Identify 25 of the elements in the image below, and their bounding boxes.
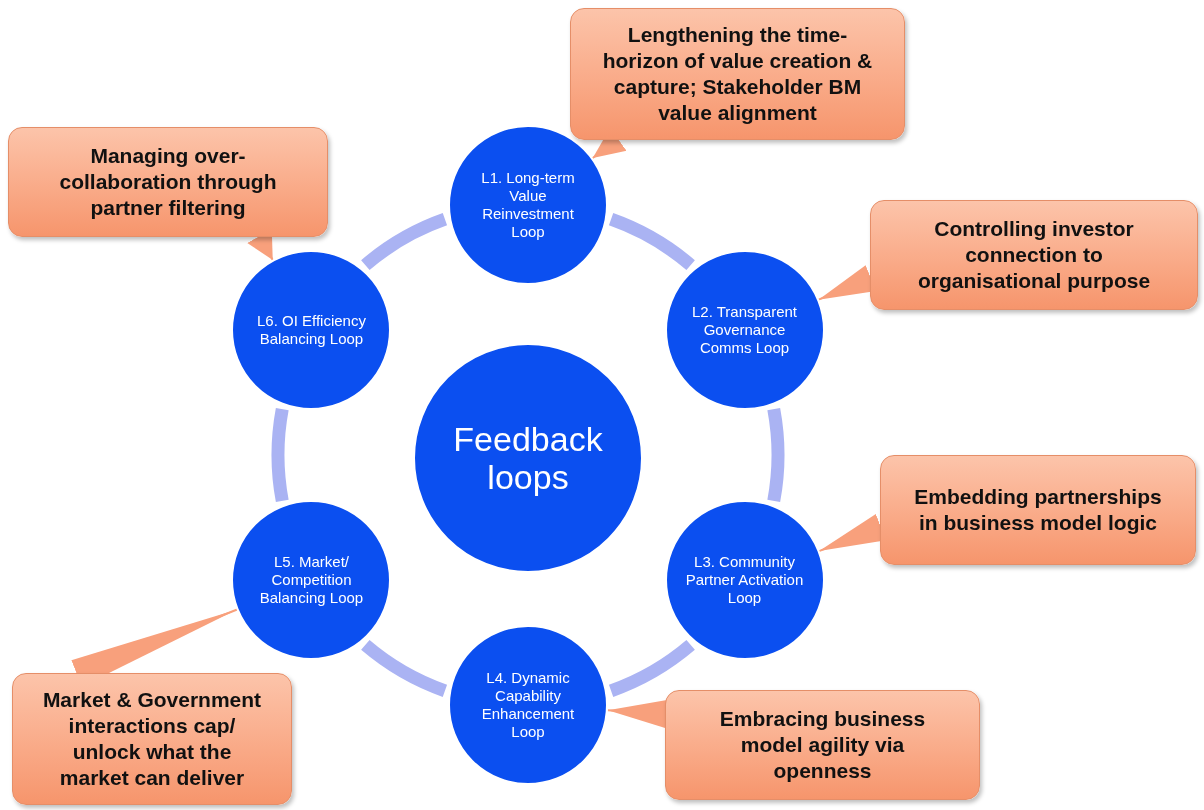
ring-connector [608,213,695,271]
callout-text: Lengthening the time-horizon of value creation & capture; Stakeholder BM value alignment [601,22,874,126]
circle-label: L1. Long-term Value Reinvestment Loop [480,169,576,241]
ring-connector [271,408,289,502]
circle-label: L4. Dynamic Capability Enhancement Loop [480,669,576,741]
callout-box [870,200,1198,310]
callout-box [880,455,1196,565]
ring-connector [608,639,695,697]
ring-connector [361,213,448,271]
circle-label: L3. Community Partner Activation Loop [684,553,805,607]
callout-text: Managing over-collaboration through partner filtering [58,143,278,221]
circle-label: L2. Transparent Governance Comms Loop [690,303,799,357]
callout-box [665,690,980,800]
circle-label: L6. OI Efficiency Balancing Loop [256,312,367,348]
callout-text: Embedding partnerships in business model logic [913,484,1163,536]
circle-label: L5. Market/ Competition Balancing Loop [258,553,365,607]
ring-connector [361,639,448,697]
callout-box [570,8,905,140]
circle-label: Feedback loops [452,420,604,496]
ring-connector [767,408,785,502]
callout-text: Embracing business model agility via openness [718,706,927,784]
callout-text: Market & Government interactions cap/ unlock what the market can deliver [41,687,263,791]
callout-box [8,127,328,237]
callout-text: Controlling investor connection to organisational purpose [916,216,1152,294]
callout-box [12,673,292,805]
